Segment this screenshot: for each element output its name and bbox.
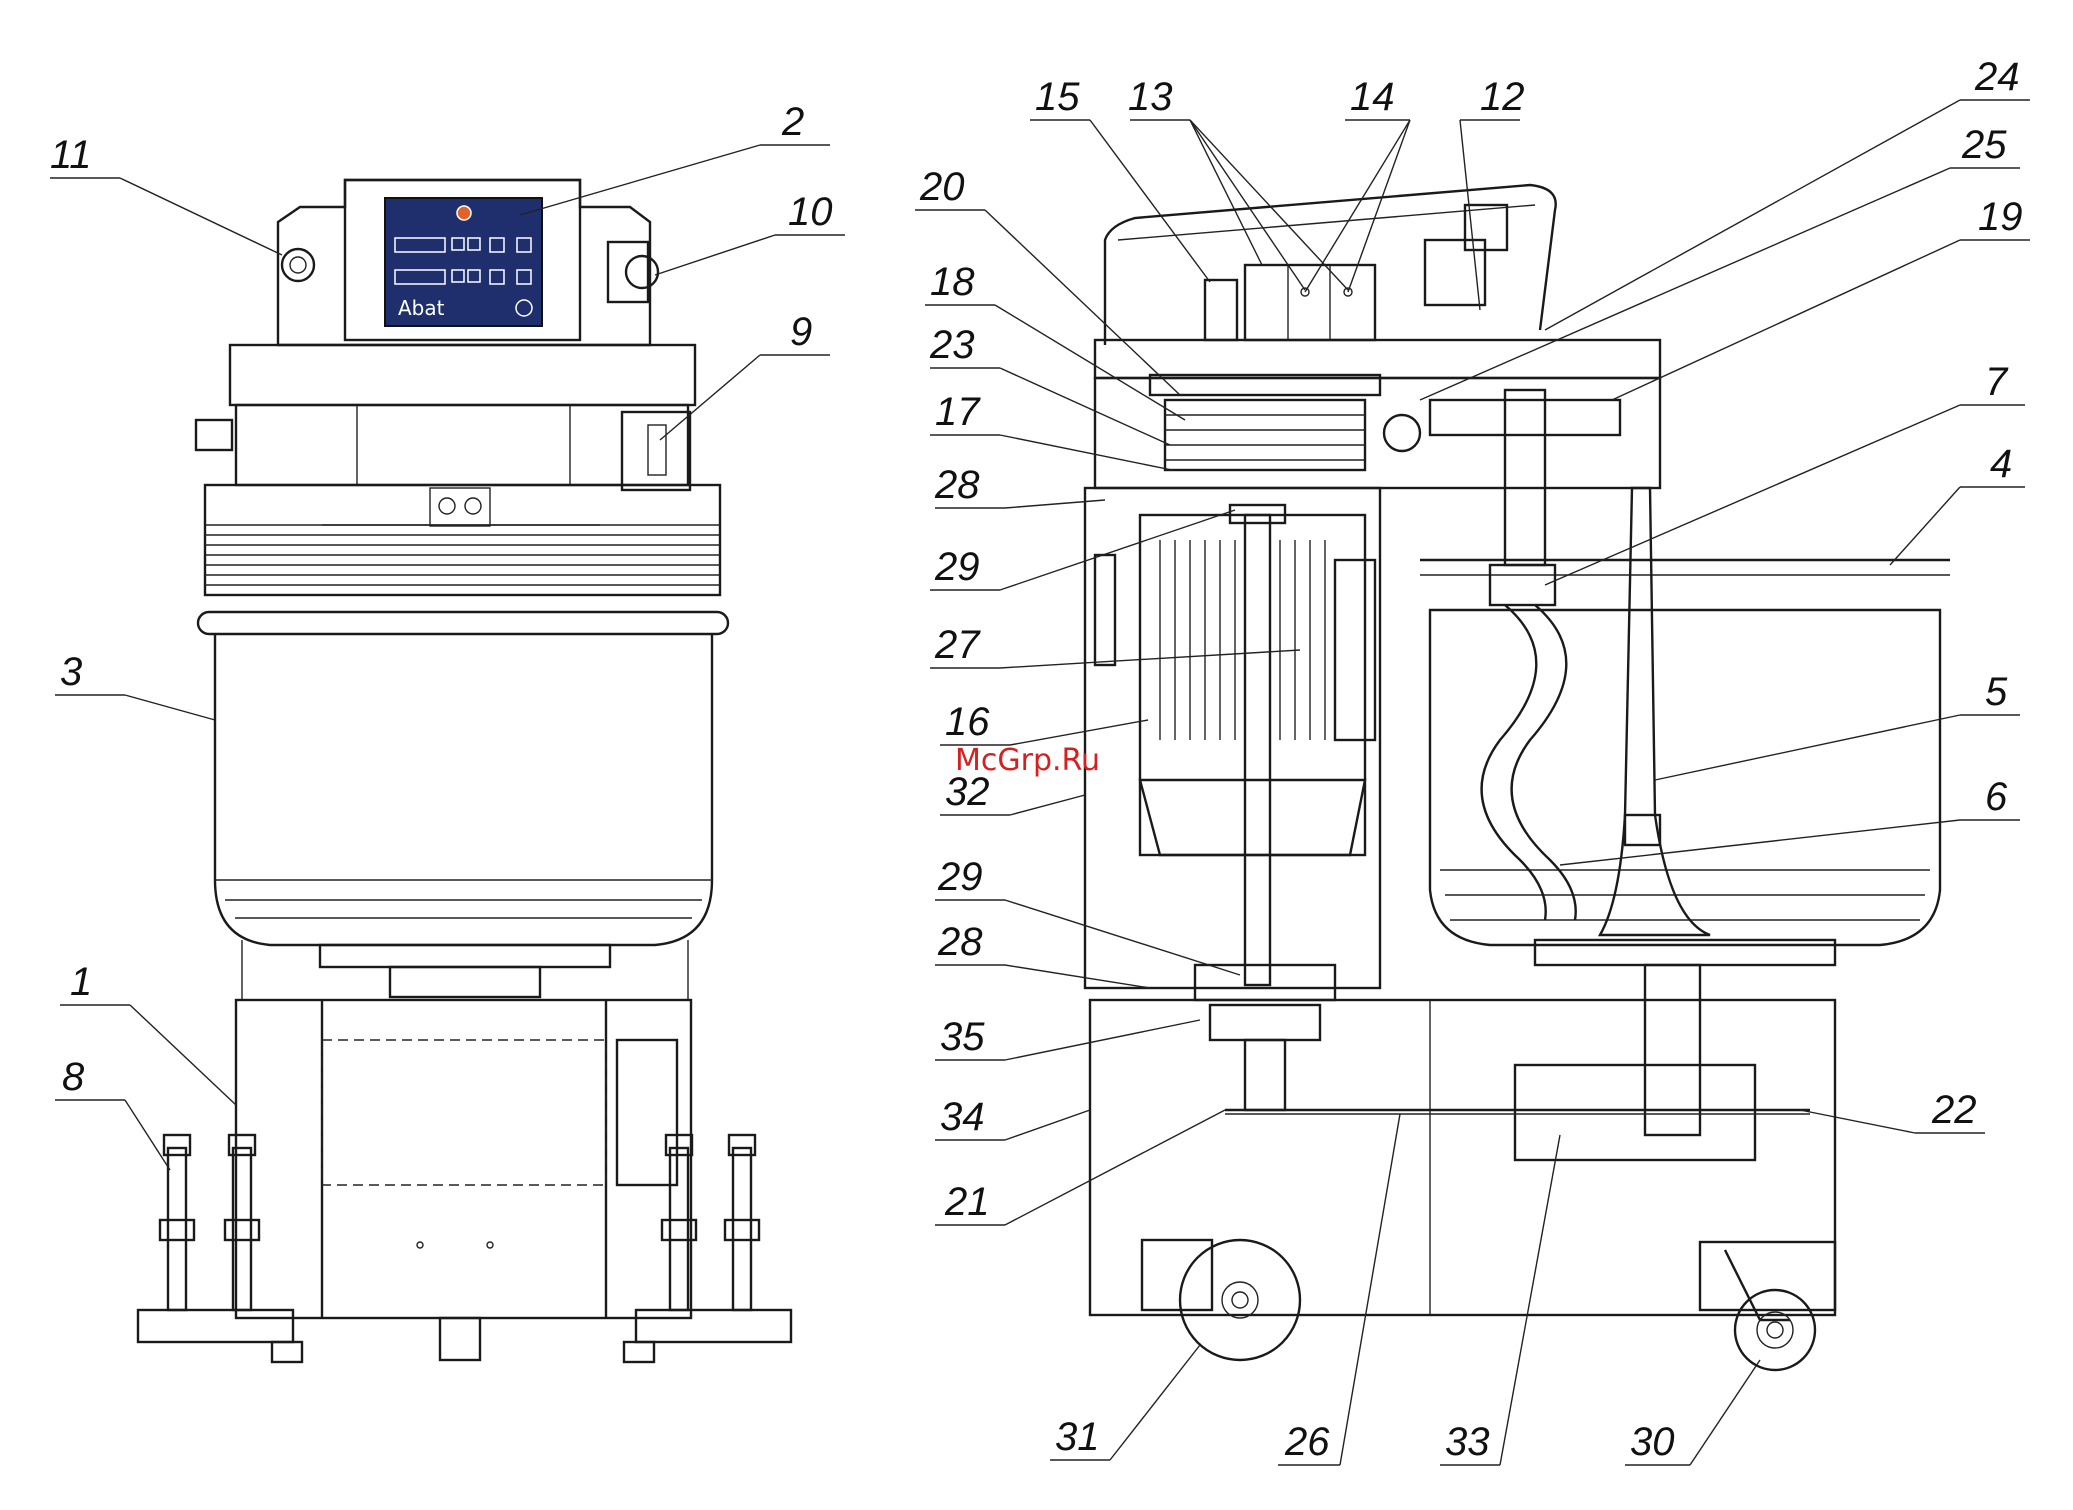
bowl-front (198, 612, 728, 945)
callout-11: 11 (50, 133, 92, 177)
callout-6: 6 (1985, 775, 2008, 819)
front-view: Abat (138, 180, 791, 1362)
callout-33: 33 (1445, 1420, 1490, 1464)
callout-3: 3 (60, 650, 82, 694)
callout-26: 26 (1284, 1420, 1330, 1464)
callout-31: 31 (1055, 1415, 1100, 1459)
callout-8: 8 (62, 1055, 85, 1099)
callout-29-bottom: 29 (937, 855, 983, 899)
control-panel: Abat (385, 198, 542, 326)
main-switch (608, 242, 648, 302)
callout-29-top: 29 (934, 545, 980, 589)
callout-1: 1 (70, 960, 92, 1004)
callout-27: 27 (934, 623, 981, 667)
callout-34: 34 (940, 1095, 985, 1139)
callout-25: 25 (1961, 123, 2007, 167)
callout-22: 22 (1931, 1088, 1977, 1132)
callout-30: 30 (1630, 1420, 1675, 1464)
leader-lines (50, 100, 2030, 1465)
callout-16: 16 (945, 700, 990, 744)
stop-button (282, 249, 314, 281)
callout-17: 17 (935, 390, 981, 434)
base-cabinet (236, 1000, 691, 1360)
callout-28-bottom: 28 (937, 920, 983, 964)
callout-10: 10 (788, 190, 833, 234)
dough-breaker (1600, 488, 1710, 935)
callout-35: 35 (940, 1015, 985, 1059)
watermark-text: McGrp.Ru (955, 743, 1100, 778)
dough-hook (1482, 605, 1546, 920)
callout-14: 14 (1350, 75, 1395, 119)
callout-24: 24 (1974, 55, 2020, 99)
bowl-section (1420, 560, 1950, 965)
section-view (1085, 185, 1950, 1370)
callout-28-top: 28 (934, 463, 980, 507)
callout-7: 7 (1985, 360, 2009, 404)
callout-20: 20 (919, 165, 965, 209)
callout-23: 23 (929, 323, 975, 367)
callout-2: 2 (781, 100, 804, 144)
callout-5: 5 (1985, 670, 2008, 714)
wheel-large (1180, 1240, 1300, 1360)
callout-12: 12 (1480, 75, 1525, 119)
brand-logo-text: Abat (398, 296, 445, 320)
callout-19: 19 (1978, 195, 2023, 239)
callout-18: 18 (930, 260, 975, 304)
motor (1140, 515, 1365, 855)
bowl-guard-grid (205, 485, 720, 595)
callout-21: 21 (944, 1180, 990, 1224)
callout-4: 4 (1990, 442, 2012, 486)
callout-15: 15 (1035, 75, 1080, 119)
callout-13: 13 (1128, 75, 1173, 119)
caster-wheel (1735, 1290, 1815, 1370)
callout-9: 9 (790, 310, 812, 354)
